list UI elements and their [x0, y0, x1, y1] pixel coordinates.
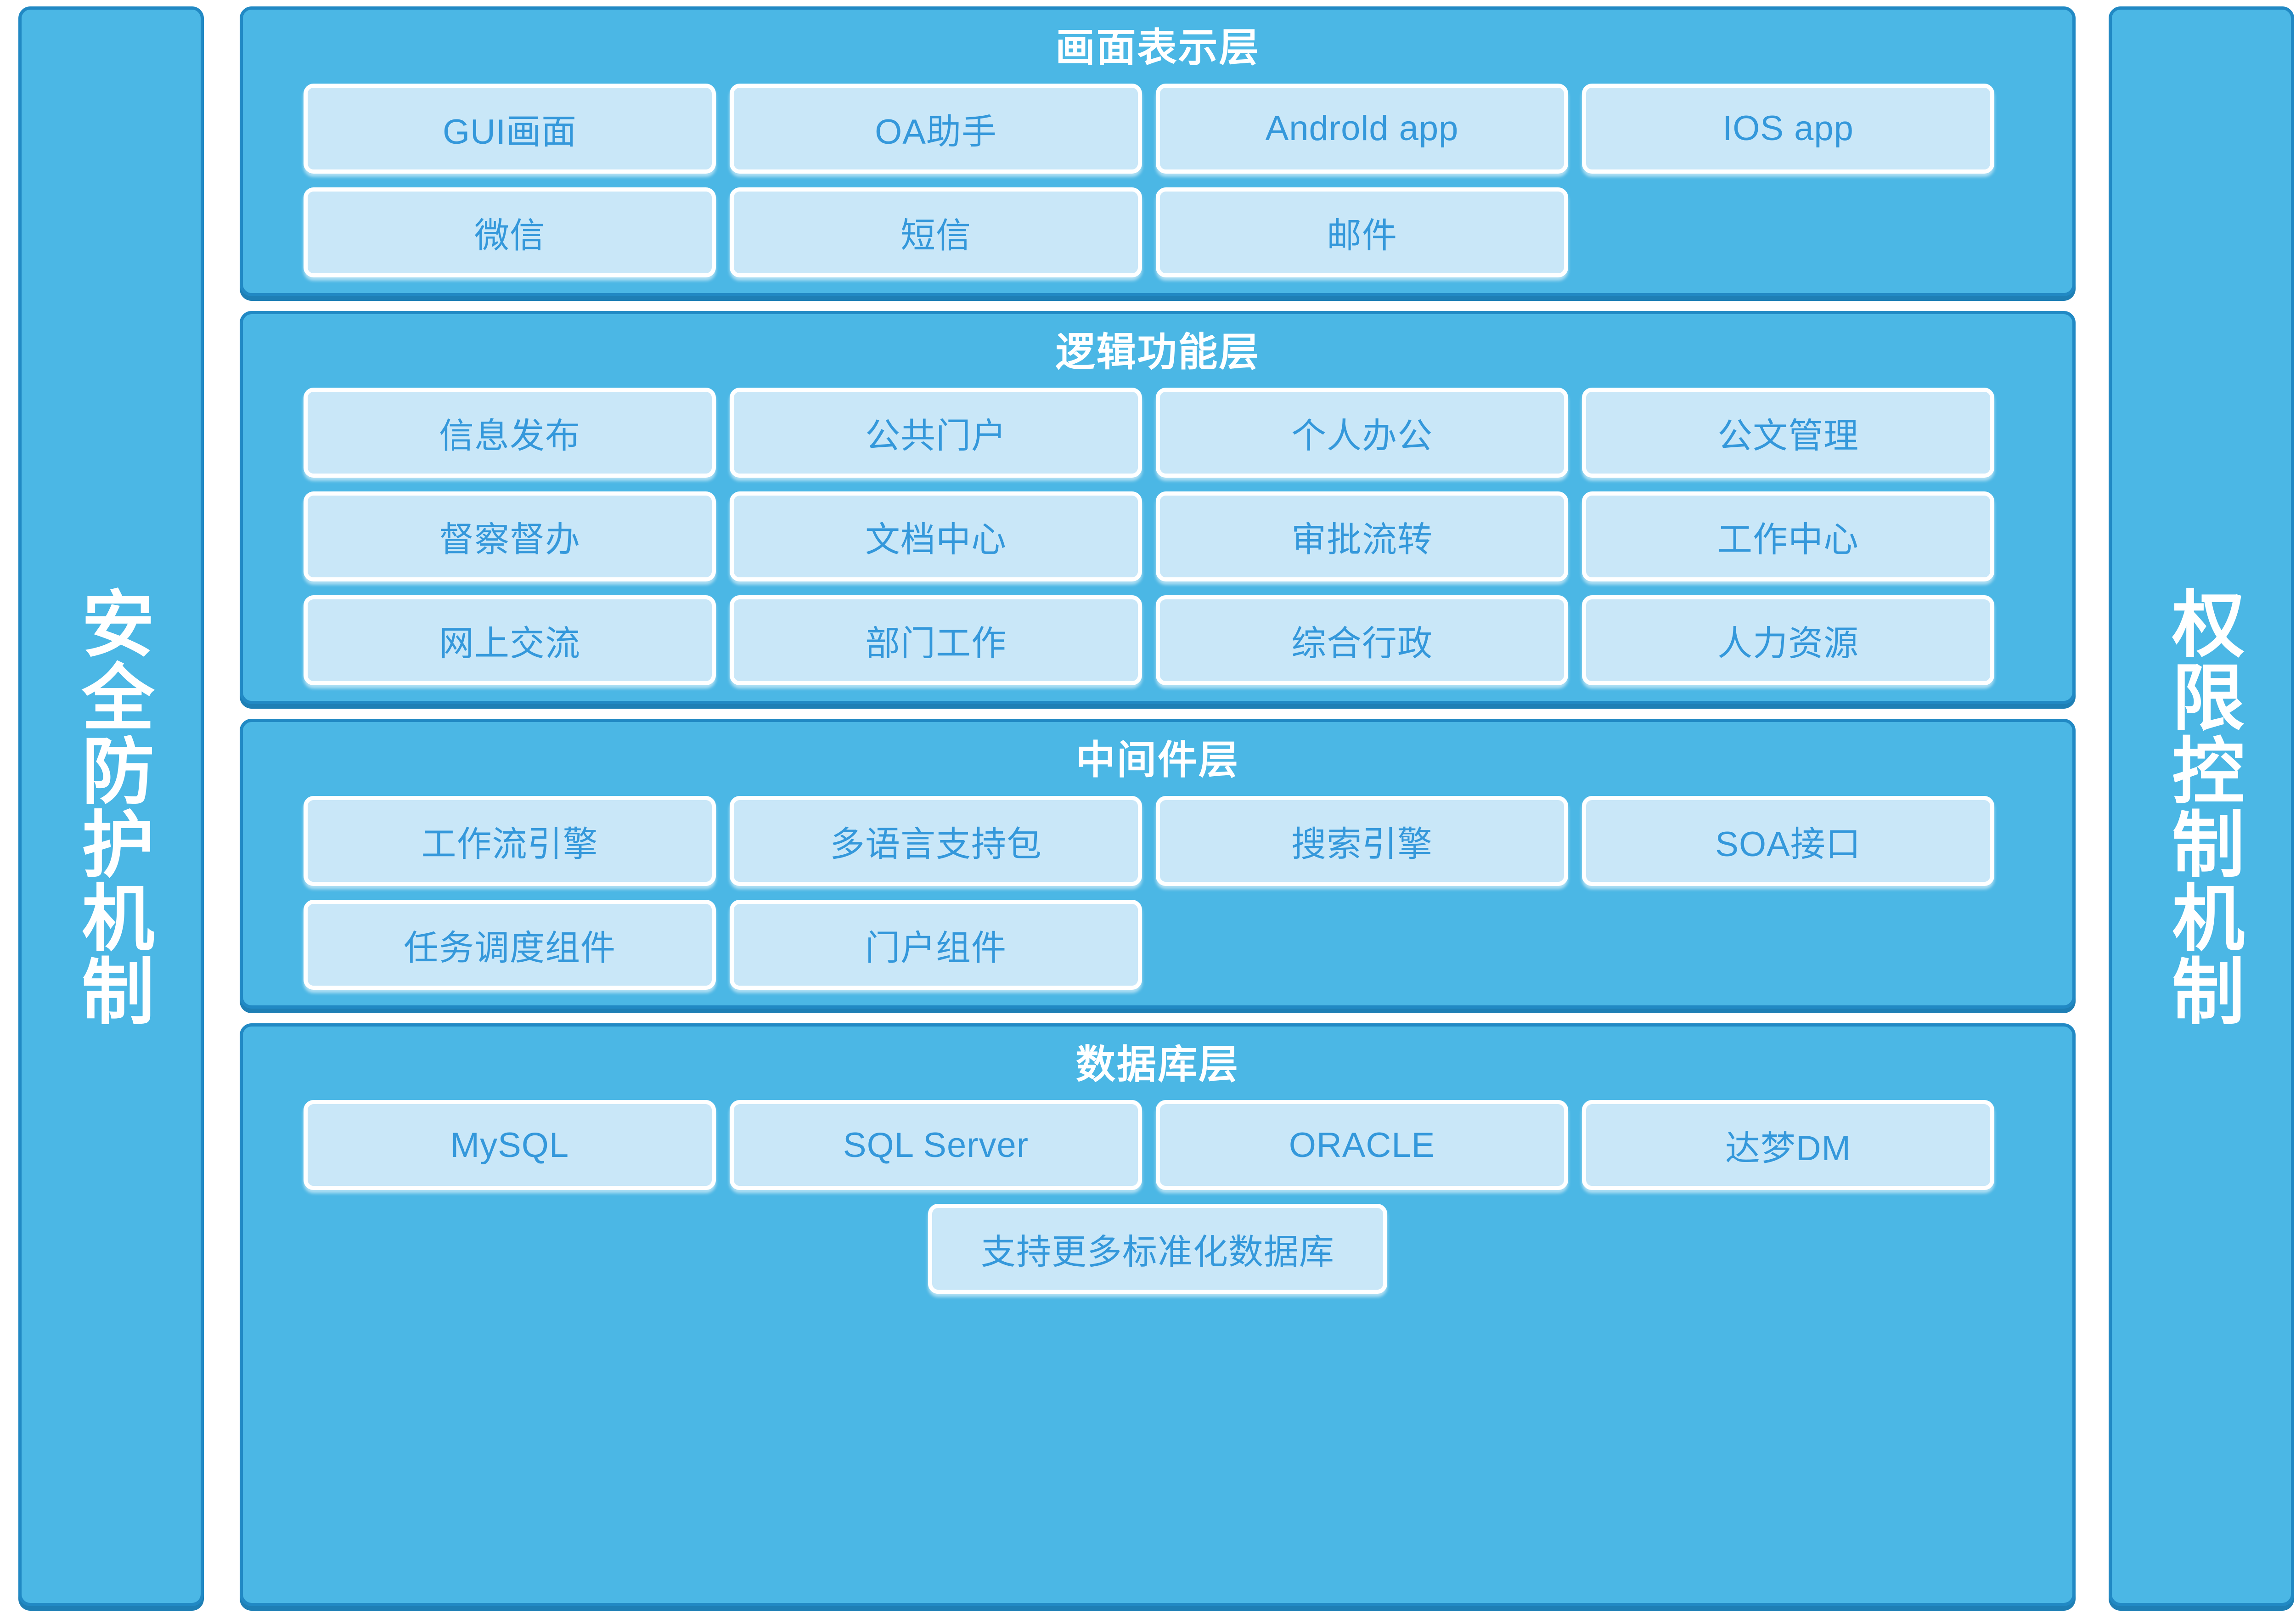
cell-workflow-engine[interactable]: 工作流引擎 [304, 795, 716, 886]
cell-approval-flow[interactable]: 审批流转 [1156, 491, 1568, 582]
cell-search-engine[interactable]: 搜索引擎 [1156, 795, 1568, 886]
cell-soa-interface[interactable]: SOA接口 [1582, 795, 1994, 886]
layer-middleware: 中间件层 工作流引擎 多语言支持包 搜索引擎 SOA接口 任务调度组件 门户组件 [240, 719, 2076, 1009]
cell-wechat[interactable]: 微信 [304, 187, 716, 277]
layer-stack: 画面表示层 GUI画面 OA助手 Androld app IOS app 微信 … [240, 6, 2076, 1606]
layer-middleware-row-2: 任务调度组件 门户组件 [304, 899, 2012, 990]
layer-presentation-title: 画面表示层 [1055, 26, 1260, 70]
layer-presentation-row-2: 微信 短信 邮件 [304, 187, 2012, 277]
cell-department-work[interactable]: 部门工作 [730, 595, 1142, 686]
cell-task-scheduler[interactable]: 任务调度组件 [304, 899, 716, 990]
layer-logic-row-3: 网上交流 部门工作 综合行政 人力资源 [304, 595, 2012, 686]
cell-oracle[interactable]: ORACLE [1156, 1100, 1568, 1190]
cell-multilang-pack[interactable]: 多语言支持包 [730, 795, 1142, 886]
layer-presentation-row-1: GUI画面 OA助手 Androld app IOS app [304, 83, 2012, 174]
layer-logic-title: 逻辑功能层 [1055, 330, 1260, 374]
cell-document-mgmt[interactable]: 公文管理 [1582, 388, 1994, 478]
layer-logic-row-2: 督察督办 文档中心 审批流转 工作中心 [304, 491, 2012, 582]
layer-logic-row-1: 信息发布 公共门户 个人办公 公文管理 [304, 388, 2012, 478]
layer-database: 数据库层 MySQL SQL Server ORACLE 达梦DM 支持更多标准… [240, 1023, 2076, 1606]
cell-more-standard-databases[interactable]: 支持更多标准化数据库 [928, 1204, 1387, 1294]
cell-email[interactable]: 邮件 [1156, 187, 1568, 277]
row-spacer [1582, 187, 2012, 277]
cell-portal-component[interactable]: 门户组件 [730, 899, 1142, 990]
cell-dameng-dm[interactable]: 达梦DM [1582, 1100, 1994, 1190]
cell-mysql[interactable]: MySQL [304, 1100, 716, 1190]
layer-database-row-1: MySQL SQL Server ORACLE 达梦DM [304, 1100, 2012, 1190]
cell-info-publish[interactable]: 信息发布 [304, 388, 716, 478]
cell-android-app[interactable]: Androld app [1156, 83, 1568, 174]
layer-middleware-title: 中间件层 [1076, 738, 1239, 783]
cell-human-resources[interactable]: 人力资源 [1582, 595, 1994, 686]
cell-oa-assistant[interactable]: OA助手 [730, 83, 1142, 174]
left-pillar-security-mechanism: 安全防护机制 [18, 6, 204, 1606]
cell-sms[interactable]: 短信 [730, 187, 1142, 277]
right-pillar-permission-mechanism: 权限控制机制 [2109, 6, 2294, 1606]
right-pillar-label: 权限控制机制 [2161, 586, 2242, 1027]
layer-logic: 逻辑功能层 信息发布 公共门户 个人办公 公文管理 督察督办 文档中心 审批流转… [240, 310, 2076, 705]
cell-online-exchange[interactable]: 网上交流 [304, 595, 716, 686]
left-pillar-label: 安全防护机制 [71, 586, 152, 1027]
cell-ios-app[interactable]: IOS app [1582, 83, 1994, 174]
cell-supervision[interactable]: 督察督办 [304, 491, 716, 582]
row-spacer [1156, 900, 2012, 990]
layer-database-title: 数据库层 [1076, 1042, 1239, 1087]
layer-presentation: 画面表示层 GUI画面 OA助手 Androld app IOS app 微信 … [240, 6, 2076, 296]
cell-document-center[interactable]: 文档中心 [730, 491, 1142, 582]
cell-general-admin[interactable]: 综合行政 [1156, 595, 1568, 686]
cell-public-portal[interactable]: 公共门户 [730, 388, 1142, 478]
cell-gui-screen[interactable]: GUI画面 [304, 83, 716, 174]
cell-personal-office[interactable]: 个人办公 [1156, 388, 1568, 478]
layer-middleware-row-1: 工作流引擎 多语言支持包 搜索引擎 SOA接口 [304, 795, 2012, 886]
cell-sql-server[interactable]: SQL Server [730, 1100, 1142, 1190]
cell-work-center[interactable]: 工作中心 [1582, 491, 1994, 582]
layer-database-row-2: 支持更多标准化数据库 [304, 1204, 2012, 1294]
